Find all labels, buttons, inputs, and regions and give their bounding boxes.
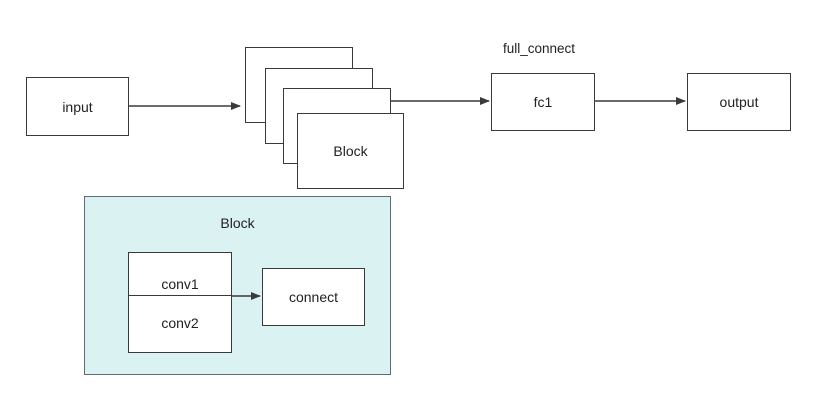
block-detail-title: Block: [220, 215, 255, 231]
output-node-label: output: [719, 94, 759, 110]
fc1-node-label: fc1: [533, 94, 553, 110]
input-node-label: input: [62, 98, 93, 115]
connect-node-label: connect: [288, 289, 339, 305]
connect-node: connect: [262, 268, 365, 326]
conv1-node: conv1: [128, 252, 232, 297]
block-node: Block: [297, 113, 404, 189]
conv2-node: conv2: [128, 295, 232, 353]
fc1-node: fc1: [491, 73, 595, 131]
conv1-node-label: conv1: [161, 276, 199, 292]
full-connect-label: full_connect: [503, 41, 576, 56]
conv2-node-label: conv2: [161, 315, 199, 331]
input-node: input: [26, 77, 129, 136]
block-node-label: Block: [333, 143, 368, 159]
output-node: output: [687, 73, 791, 131]
